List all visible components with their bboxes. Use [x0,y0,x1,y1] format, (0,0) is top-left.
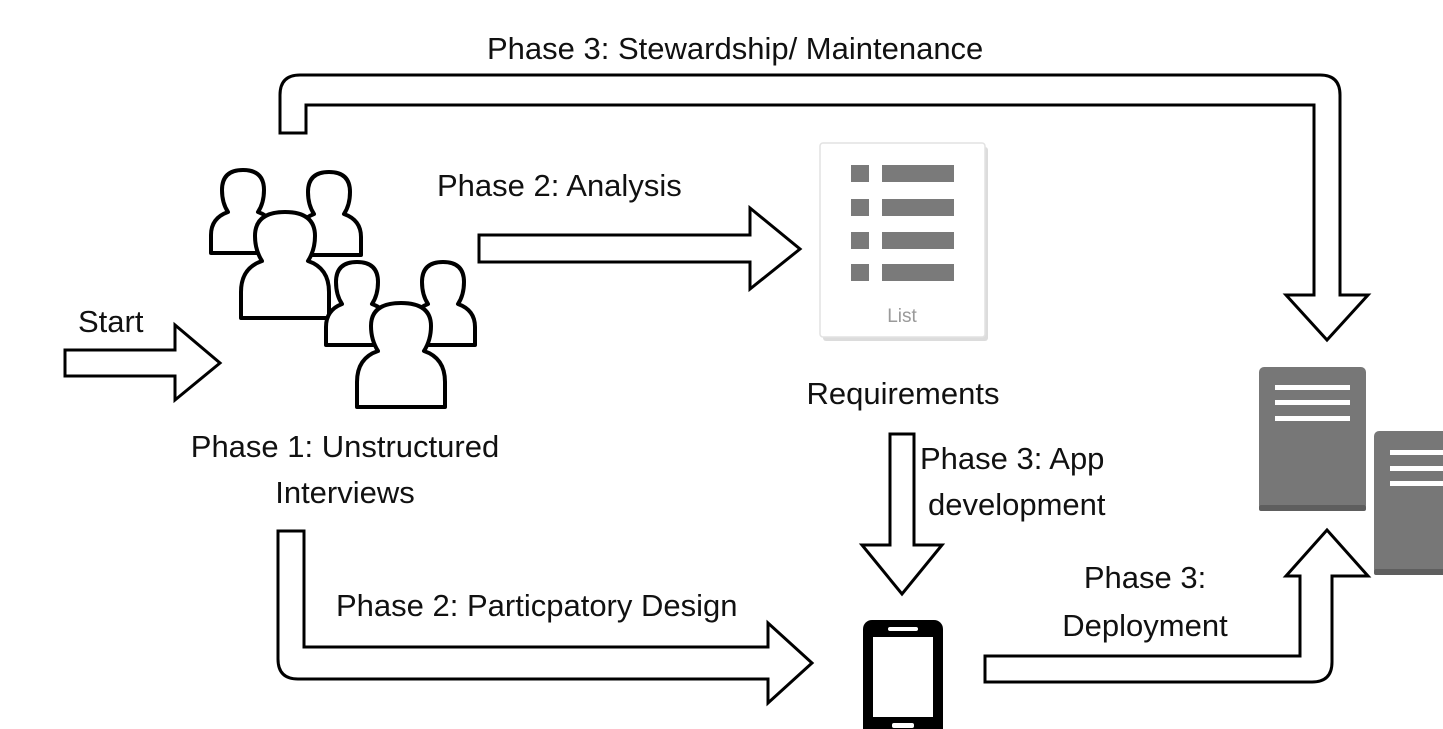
participatory-design-arrow [276,529,815,707]
requirements-label: Requirements [807,376,1000,411]
phase3-deployment-label-line2: Deployment [1062,608,1228,643]
phase2-analysis-label: Phase 2: Analysis [437,168,682,203]
phase1-label-line2: Interviews [275,475,415,510]
list-caption: List [887,306,917,327]
phase3-deployment-label-line1: Phase 3: [1084,560,1206,595]
stewardship-arrow [278,73,1372,343]
analysis-arrow [477,204,803,293]
phase3-app-label-line2: development [928,487,1106,522]
start-arrow [63,321,223,404]
phase3-stewardship-label: Phase 3: Stewardship/ Maintenance [487,31,983,66]
server-document-icon [1374,431,1443,575]
user-figure [239,210,331,320]
list-icon: List [819,142,988,341]
deployment-arrow [983,527,1372,684]
user-figure [355,301,447,409]
phase2-participatory-label: Phase 2: Particpatory Design [336,588,738,623]
phase1-label-line1: Phase 1: Unstructured [191,429,499,464]
app-development-arrow [858,432,946,597]
smartphone-icon [863,620,943,729]
phase3-app-label-line1: Phase 3: App [920,441,1104,476]
users-group-icon [209,168,477,409]
server-document-icon [1259,367,1366,511]
start-label: Start [78,304,144,339]
